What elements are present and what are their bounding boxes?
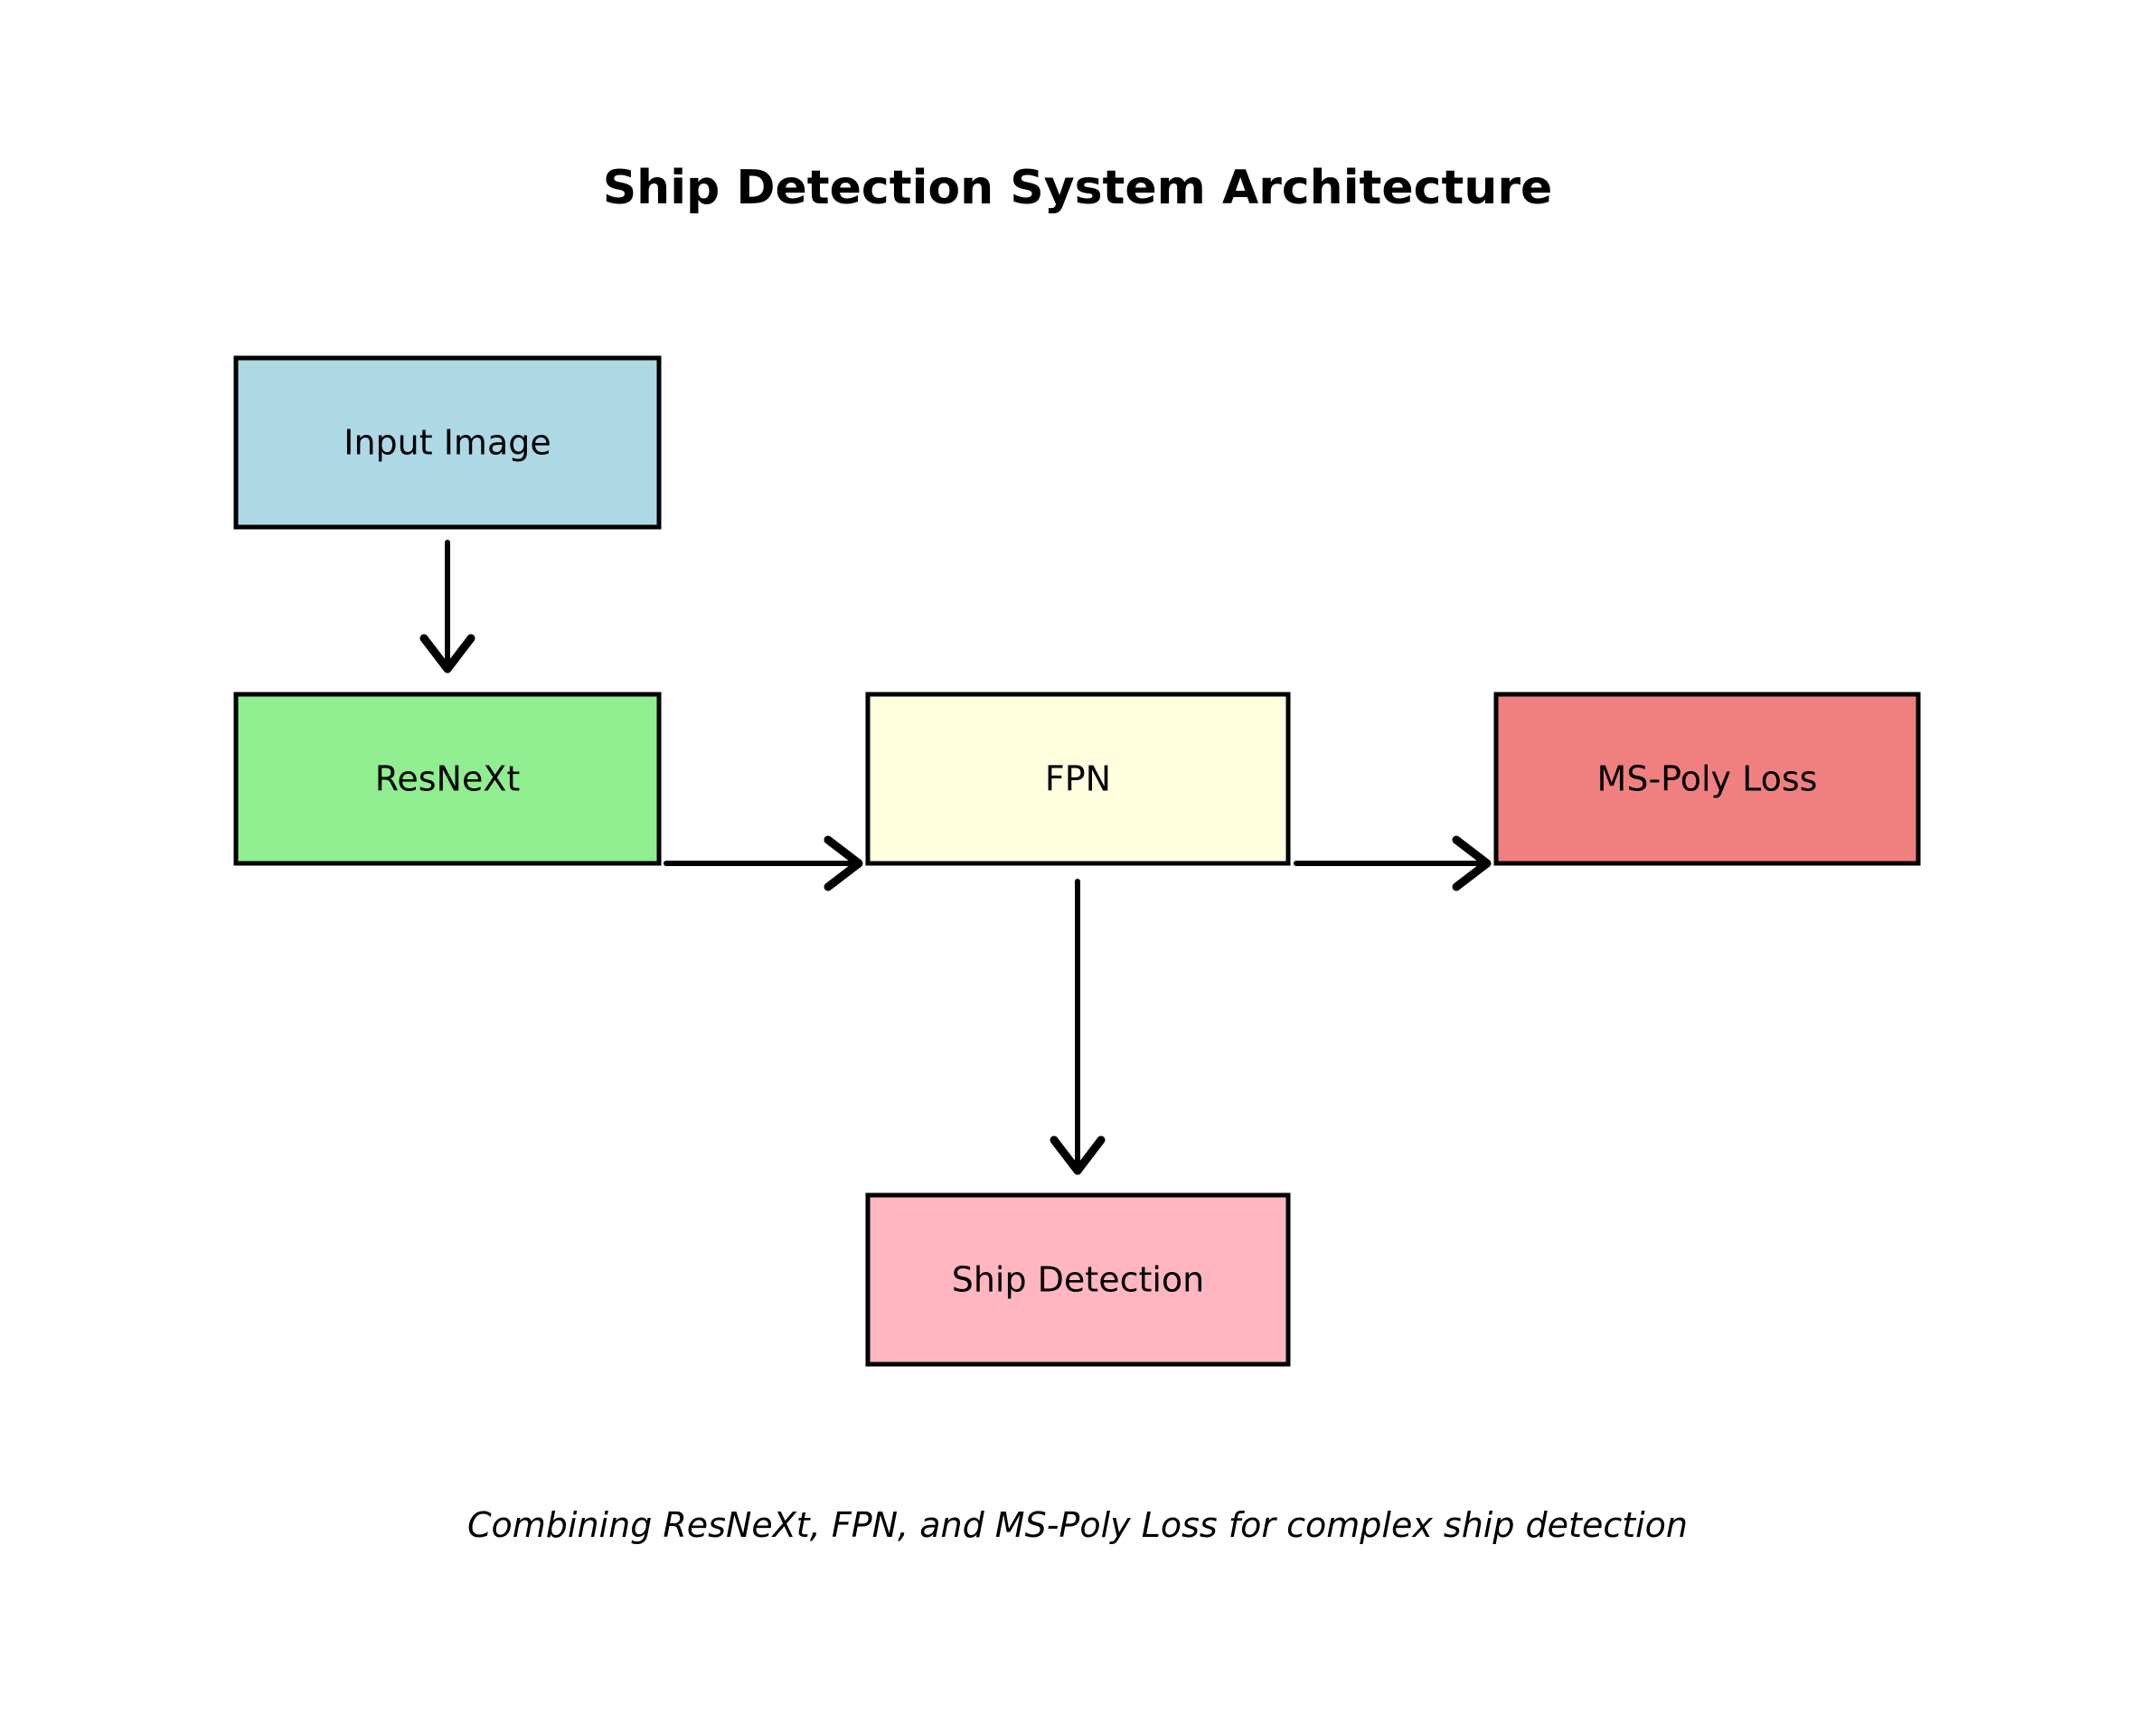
page-title: Ship Detection System Architecture <box>603 161 1553 215</box>
node-resnext[interactable]: ResNeXt <box>233 692 662 866</box>
node-label-ms-poly-loss: MS-Poly Loss <box>1597 759 1818 799</box>
edge-arrowhead-resnext-to-fpn <box>824 835 863 891</box>
edge-resnext-to-fpn <box>664 835 863 891</box>
node-label-fpn: FPN <box>1045 759 1111 799</box>
node-label-resnext: ResNeXt <box>375 759 521 799</box>
edge-fpn-to-ship-detection <box>1050 879 1106 1175</box>
node-box-input-image[interactable] <box>233 355 662 530</box>
node-label-ship-detection: Ship Detection <box>952 1260 1205 1300</box>
node-box-ms-poly-loss[interactable] <box>1493 692 1921 866</box>
edges-group <box>419 540 1492 1175</box>
node-box-fpn[interactable] <box>865 692 1291 866</box>
node-box-resnext[interactable] <box>233 692 662 866</box>
edge-input-image-to-resnext <box>419 540 475 674</box>
node-box-ship-detection[interactable] <box>865 1192 1291 1367</box>
node-label-input-image: Input Image <box>344 423 551 463</box>
edge-arrowhead-fpn-to-ship-detection <box>1050 1135 1106 1175</box>
edge-arrowhead-input-image-to-resnext <box>419 634 475 674</box>
edge-arrowhead-fpn-to-ms-poly-loss <box>1452 835 1492 891</box>
figure-caption: Combining ResNeXt, FPN, and MS-Poly Loss… <box>467 1505 1688 1545</box>
node-ship-detection[interactable]: Ship Detection <box>865 1192 1291 1367</box>
edge-fpn-to-ms-poly-loss <box>1294 835 1492 891</box>
node-ms-poly-loss[interactable]: MS-Poly Loss <box>1493 692 1921 866</box>
node-input-image[interactable]: Input Image <box>233 355 662 530</box>
node-fpn[interactable]: FPN <box>865 692 1291 866</box>
